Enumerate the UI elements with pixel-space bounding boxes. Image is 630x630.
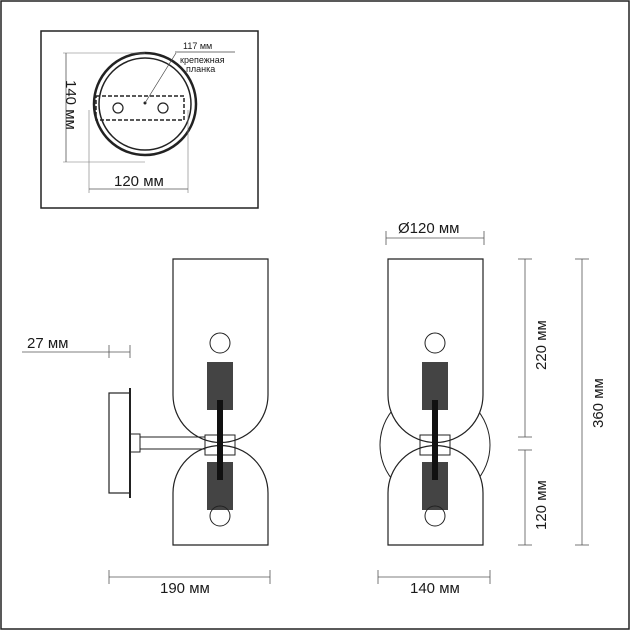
plate-caption-line1: крепежная xyxy=(180,55,225,65)
lower-bulb xyxy=(424,505,446,527)
lower-shade xyxy=(172,444,269,546)
lower-bulb xyxy=(209,505,231,527)
front-view: Ø120 мм 140 мм 220 мм 120 мм 360 мм xyxy=(377,220,607,597)
arm xyxy=(139,436,206,450)
mounting-base-inset: 117 мм крепежная планка 140 мм 120 мм xyxy=(40,30,259,209)
plate-caption-line2: планка xyxy=(186,64,215,74)
upper-shade xyxy=(387,258,484,444)
upper-bulb xyxy=(209,332,231,354)
side-width-label: 190 мм xyxy=(160,580,210,597)
projection-label: 27 мм xyxy=(27,335,68,352)
upper-height-label: 220 мм xyxy=(533,320,550,370)
screw-hole-right xyxy=(157,102,169,114)
screw-hole-left xyxy=(112,102,124,114)
upper-bulb xyxy=(424,332,446,354)
plate-size-label: 117 мм xyxy=(183,41,212,51)
mounting-plate xyxy=(95,95,185,121)
base-width-label: 120 мм xyxy=(114,173,164,190)
wall-plate xyxy=(108,392,131,494)
front-width-label: 140 мм xyxy=(410,580,460,597)
plate-leader xyxy=(144,52,177,104)
base-height-label: 140 мм xyxy=(62,80,79,130)
inset-frame xyxy=(40,30,259,209)
side-view: 27 мм 190 мм xyxy=(22,258,271,597)
total-height-label: 360 мм xyxy=(590,378,607,428)
base-inner-circle xyxy=(98,57,192,151)
diameter-label: Ø120 мм xyxy=(398,220,460,237)
lower-height-label: 120 мм xyxy=(533,480,550,530)
upper-shade xyxy=(172,258,269,444)
